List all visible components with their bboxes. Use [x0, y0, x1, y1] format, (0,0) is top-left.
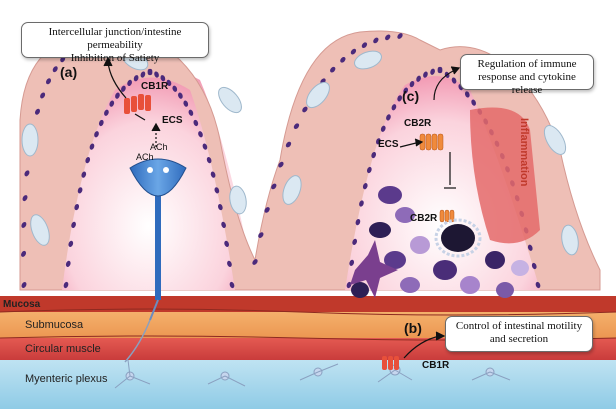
layer-label-submucosa: Submucosa [25, 319, 84, 331]
effect-box-c-line-1: Regulation of immune [477, 58, 577, 70]
cb1r-label-a: CB1R [141, 81, 169, 92]
panel-letter-b: (b) [404, 320, 422, 336]
effect-box-a: Intercellular junction/intestine permeab… [21, 22, 209, 64]
layer-label-myenteric-plexus: Myenteric plexus [25, 373, 108, 385]
layer-label-mucosa: Mucosa [3, 299, 41, 310]
myenteric-plexus-layer [0, 360, 616, 409]
ecs-label-c: ECS [378, 139, 399, 150]
effect-box-b-line-1: Control of intestinal motility [455, 320, 583, 332]
arrows [103, 56, 461, 359]
effect-box-c: Regulation of immune response and cytoki… [460, 54, 594, 96]
cb1r-receptor-b-shape [382, 356, 399, 370]
layer-label-circular-muscle: Circular muscle [25, 343, 101, 355]
effect-box-c-line-2: response and cytokine release [478, 71, 576, 96]
cb2r-label-lower: CB2R [410, 213, 438, 224]
effect-box-a-line-2: Inhibition of Satiety [70, 52, 160, 64]
inflammation-area [470, 107, 540, 244]
goblet-cells [21, 49, 579, 256]
cb1r-label-b: CB1R [422, 360, 450, 371]
immune-cells [350, 186, 529, 298]
ach-label-1: ACh [150, 142, 168, 152]
effect-box-a-line-1: Intercellular junction/intestine permeab… [48, 26, 182, 51]
enteric-neuron-a [124, 158, 187, 363]
cb2r-receptor-c-shape [419, 133, 444, 151]
effect-box-b: Control of intestinal motility and secre… [445, 316, 593, 352]
cb2r-receptor-lower-shape [439, 209, 455, 223]
cb1r-receptor-a-shape [124, 94, 151, 114]
ecs-label-a: ECS [162, 115, 183, 126]
cb2r-label-c: CB2R [404, 118, 432, 129]
inflammation-label: Inflammation [518, 118, 530, 187]
panel-letter-c: (c) [402, 88, 420, 104]
panel-letter-a: (a) [60, 64, 78, 80]
effect-box-b-line-2: and secretion [489, 333, 549, 345]
ach-label-2: ACh [136, 152, 154, 162]
